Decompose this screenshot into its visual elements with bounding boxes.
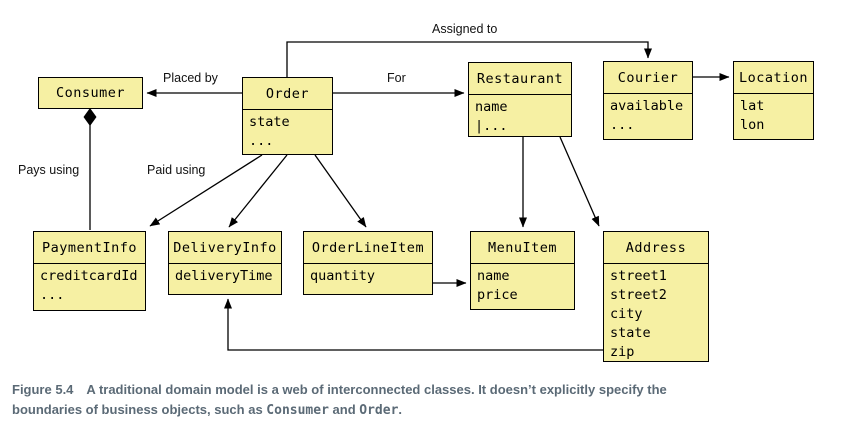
class-attrs-deliveryinfo: deliveryTime — [169, 264, 281, 286]
class-box-restaurant: Restaurant name |... — [468, 62, 572, 137]
class-title-order: Order — [243, 78, 332, 110]
connector-order-deliveryinfo — [228, 154, 288, 228]
connector-order-orderlineitem — [314, 154, 367, 228]
class-box-deliveryinfo: DeliveryInfo deliveryTime — [168, 231, 282, 295]
caption-code-order: Order — [359, 402, 399, 418]
class-attr: price — [477, 287, 518, 303]
relationship-label-pays-using: Pays using — [18, 163, 80, 177]
class-attr: street1 — [610, 268, 667, 284]
class-attr: |... — [475, 118, 508, 134]
class-title-courier: Courier — [604, 62, 692, 94]
connector-paid-using — [149, 154, 263, 227]
class-title-menuitem: MenuItem — [471, 232, 574, 264]
class-attr: street2 — [610, 287, 667, 303]
class-attr: zip — [610, 344, 635, 360]
connector-assigned-to — [286, 41, 652, 77]
caption-text-1: A traditional domain model is a web of i… — [86, 382, 667, 397]
composition-diamond — [83, 108, 97, 126]
class-attr: name — [475, 99, 508, 115]
figure-number: Figure 5.4 — [12, 382, 74, 397]
class-attr: lon — [740, 117, 765, 133]
class-title-consumer: Consumer — [55, 85, 126, 101]
connector-address-deliveryinfo — [224, 298, 603, 351]
class-box-location: Location lat lon — [733, 61, 814, 140]
class-box-consumer: Consumer — [38, 77, 143, 109]
class-attr: lat — [740, 98, 765, 114]
class-title-deliveryinfo: DeliveryInfo — [169, 232, 281, 264]
class-box-menuitem: MenuItem name price — [470, 231, 575, 310]
caption-line-1: Figure 5.4 A traditional domain model is … — [12, 380, 832, 400]
class-attr: state — [249, 114, 290, 130]
class-title-orderlineitem: OrderLineItem — [304, 232, 432, 264]
class-attrs-location: lat lon — [734, 94, 813, 135]
connector-restaurant-address — [559, 136, 600, 227]
relationship-label-assigned-to: Assigned to — [432, 22, 498, 36]
relationship-label-paid-using: Paid using — [147, 163, 206, 177]
caption-code-consumer: Consumer — [266, 402, 329, 418]
caption-line-2: boundaries of business objects, such as … — [12, 400, 832, 421]
class-attr: state — [610, 325, 651, 341]
class-title-paymentinfo: PaymentInfo — [34, 232, 145, 264]
class-box-order: Order state ... — [242, 77, 333, 155]
class-attr: deliveryTime — [175, 268, 273, 284]
caption-text-3: and — [328, 401, 360, 417]
class-box-address: Address street1 street2 city state zip — [603, 231, 709, 362]
caption-text-4: . — [398, 401, 403, 417]
class-attr: ... — [249, 133, 274, 149]
relationship-label-for: For — [387, 71, 406, 85]
class-box-orderlineitem: OrderLineItem quantity — [303, 231, 433, 295]
class-attrs-restaurant: name |... — [469, 95, 571, 136]
class-title-restaurant: Restaurant — [469, 63, 571, 95]
class-attrs-menuitem: name price — [471, 264, 574, 305]
class-attr: ... — [40, 287, 65, 303]
class-attrs-paymentinfo: creditcardId ... — [34, 264, 145, 305]
class-attrs-orderlineitem: quantity — [304, 264, 432, 286]
class-box-courier: Courier available ... — [603, 61, 693, 140]
caption-text-2: boundaries of business objects, such as — [12, 401, 267, 417]
class-attrs-address: street1 street2 city state zip — [604, 264, 708, 362]
figure-caption: Figure 5.4 A traditional domain model is … — [12, 380, 832, 420]
class-title-address: Address — [604, 232, 708, 264]
class-attr: city — [610, 306, 643, 322]
class-attrs-order: state ... — [243, 110, 332, 151]
class-box-paymentinfo: PaymentInfo creditcardId ... — [33, 231, 146, 311]
class-attr: available — [610, 98, 684, 114]
class-title-location: Location — [734, 62, 813, 94]
class-attr: name — [477, 268, 510, 284]
class-attr: creditcardId — [40, 268, 138, 284]
class-attr: quantity — [310, 268, 376, 284]
class-attr: ... — [610, 117, 635, 133]
class-attrs-courier: available ... — [604, 94, 692, 135]
relationship-label-placed-by: Placed by — [163, 71, 218, 85]
